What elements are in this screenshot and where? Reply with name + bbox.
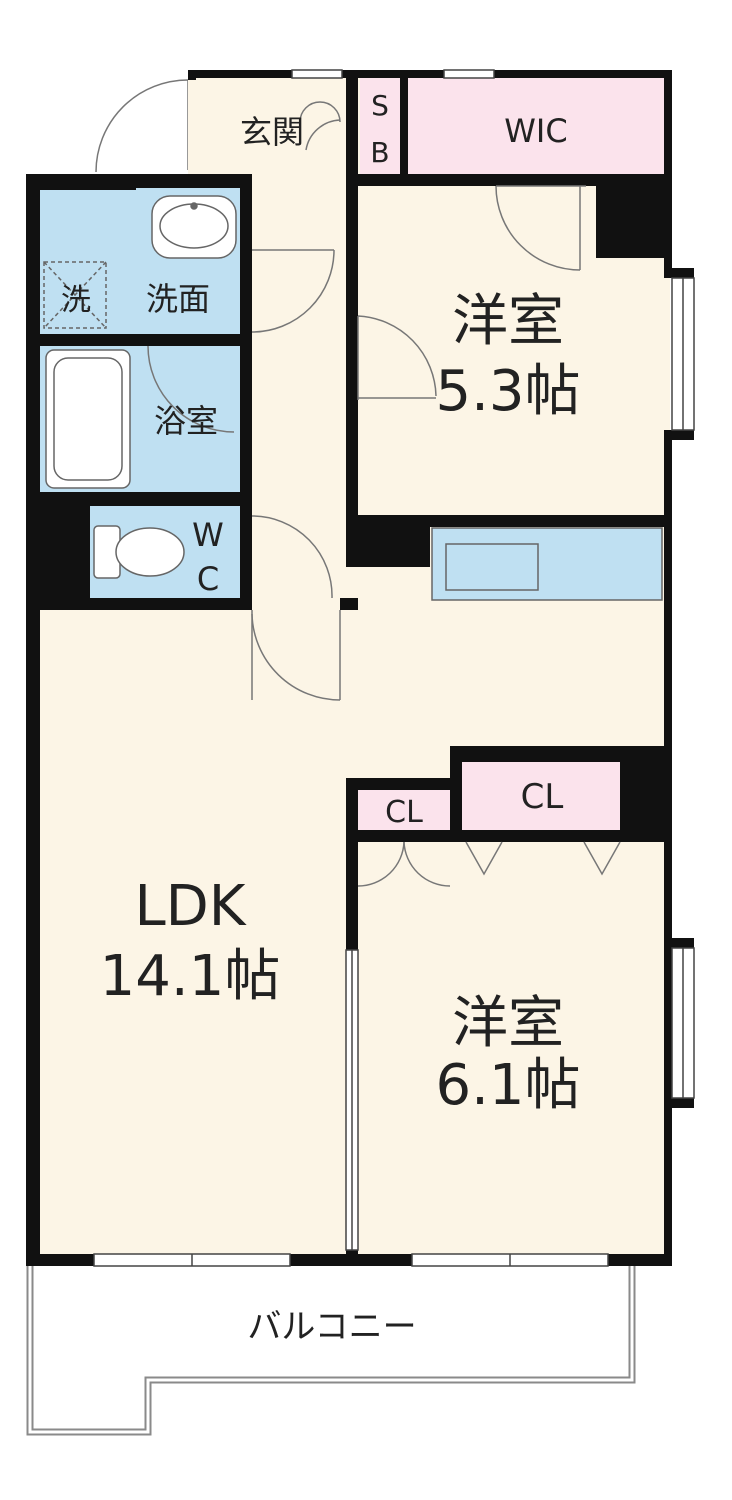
wc-label-c: C xyxy=(197,560,219,598)
washroom-label: 洗面 xyxy=(146,280,210,318)
ldk-name: LDK xyxy=(134,874,246,939)
room-labels: 玄関 S B WIC 洗 洗面 浴室 W C 洋室 5.3帖 LDK 14.1帖… xyxy=(61,89,581,1347)
closet-large-area xyxy=(462,762,620,832)
wc-label-w: W xyxy=(192,516,224,554)
bedroom2-name: 洋室 xyxy=(452,991,564,1056)
sb-label-b: B xyxy=(370,136,389,169)
fixtures xyxy=(43,195,663,601)
closet-large-label: CL xyxy=(521,777,564,817)
laundry-label: 洗 xyxy=(61,283,91,318)
bedroom2-size: 6.1帖 xyxy=(435,1053,580,1118)
balcony xyxy=(26,1262,636,1436)
ldk-size: 14.1帖 xyxy=(100,944,281,1009)
bedroom1-size: 5.3帖 xyxy=(435,359,580,424)
doors xyxy=(95,79,621,887)
toilet-icon xyxy=(93,525,185,579)
washbasin-icon xyxy=(151,195,237,259)
closet-small-label: CL xyxy=(385,795,423,830)
sb-area xyxy=(360,78,400,174)
genkan-label: 玄関 xyxy=(240,113,304,151)
washing-machine-space-icon xyxy=(43,261,107,329)
wic-area xyxy=(408,78,664,174)
wic-label: WIC xyxy=(504,112,567,150)
closet-small-area xyxy=(358,790,450,830)
sb-label-s: S xyxy=(371,89,389,122)
bathtub-icon xyxy=(45,349,131,489)
walls xyxy=(26,70,694,1266)
kitchen-counter-icon xyxy=(431,527,663,601)
bathroom-label: 浴室 xyxy=(154,402,218,440)
bedroom1-name: 洋室 xyxy=(452,289,564,354)
windows xyxy=(93,69,695,1267)
balcony-label: バルコニー xyxy=(247,1307,416,1347)
